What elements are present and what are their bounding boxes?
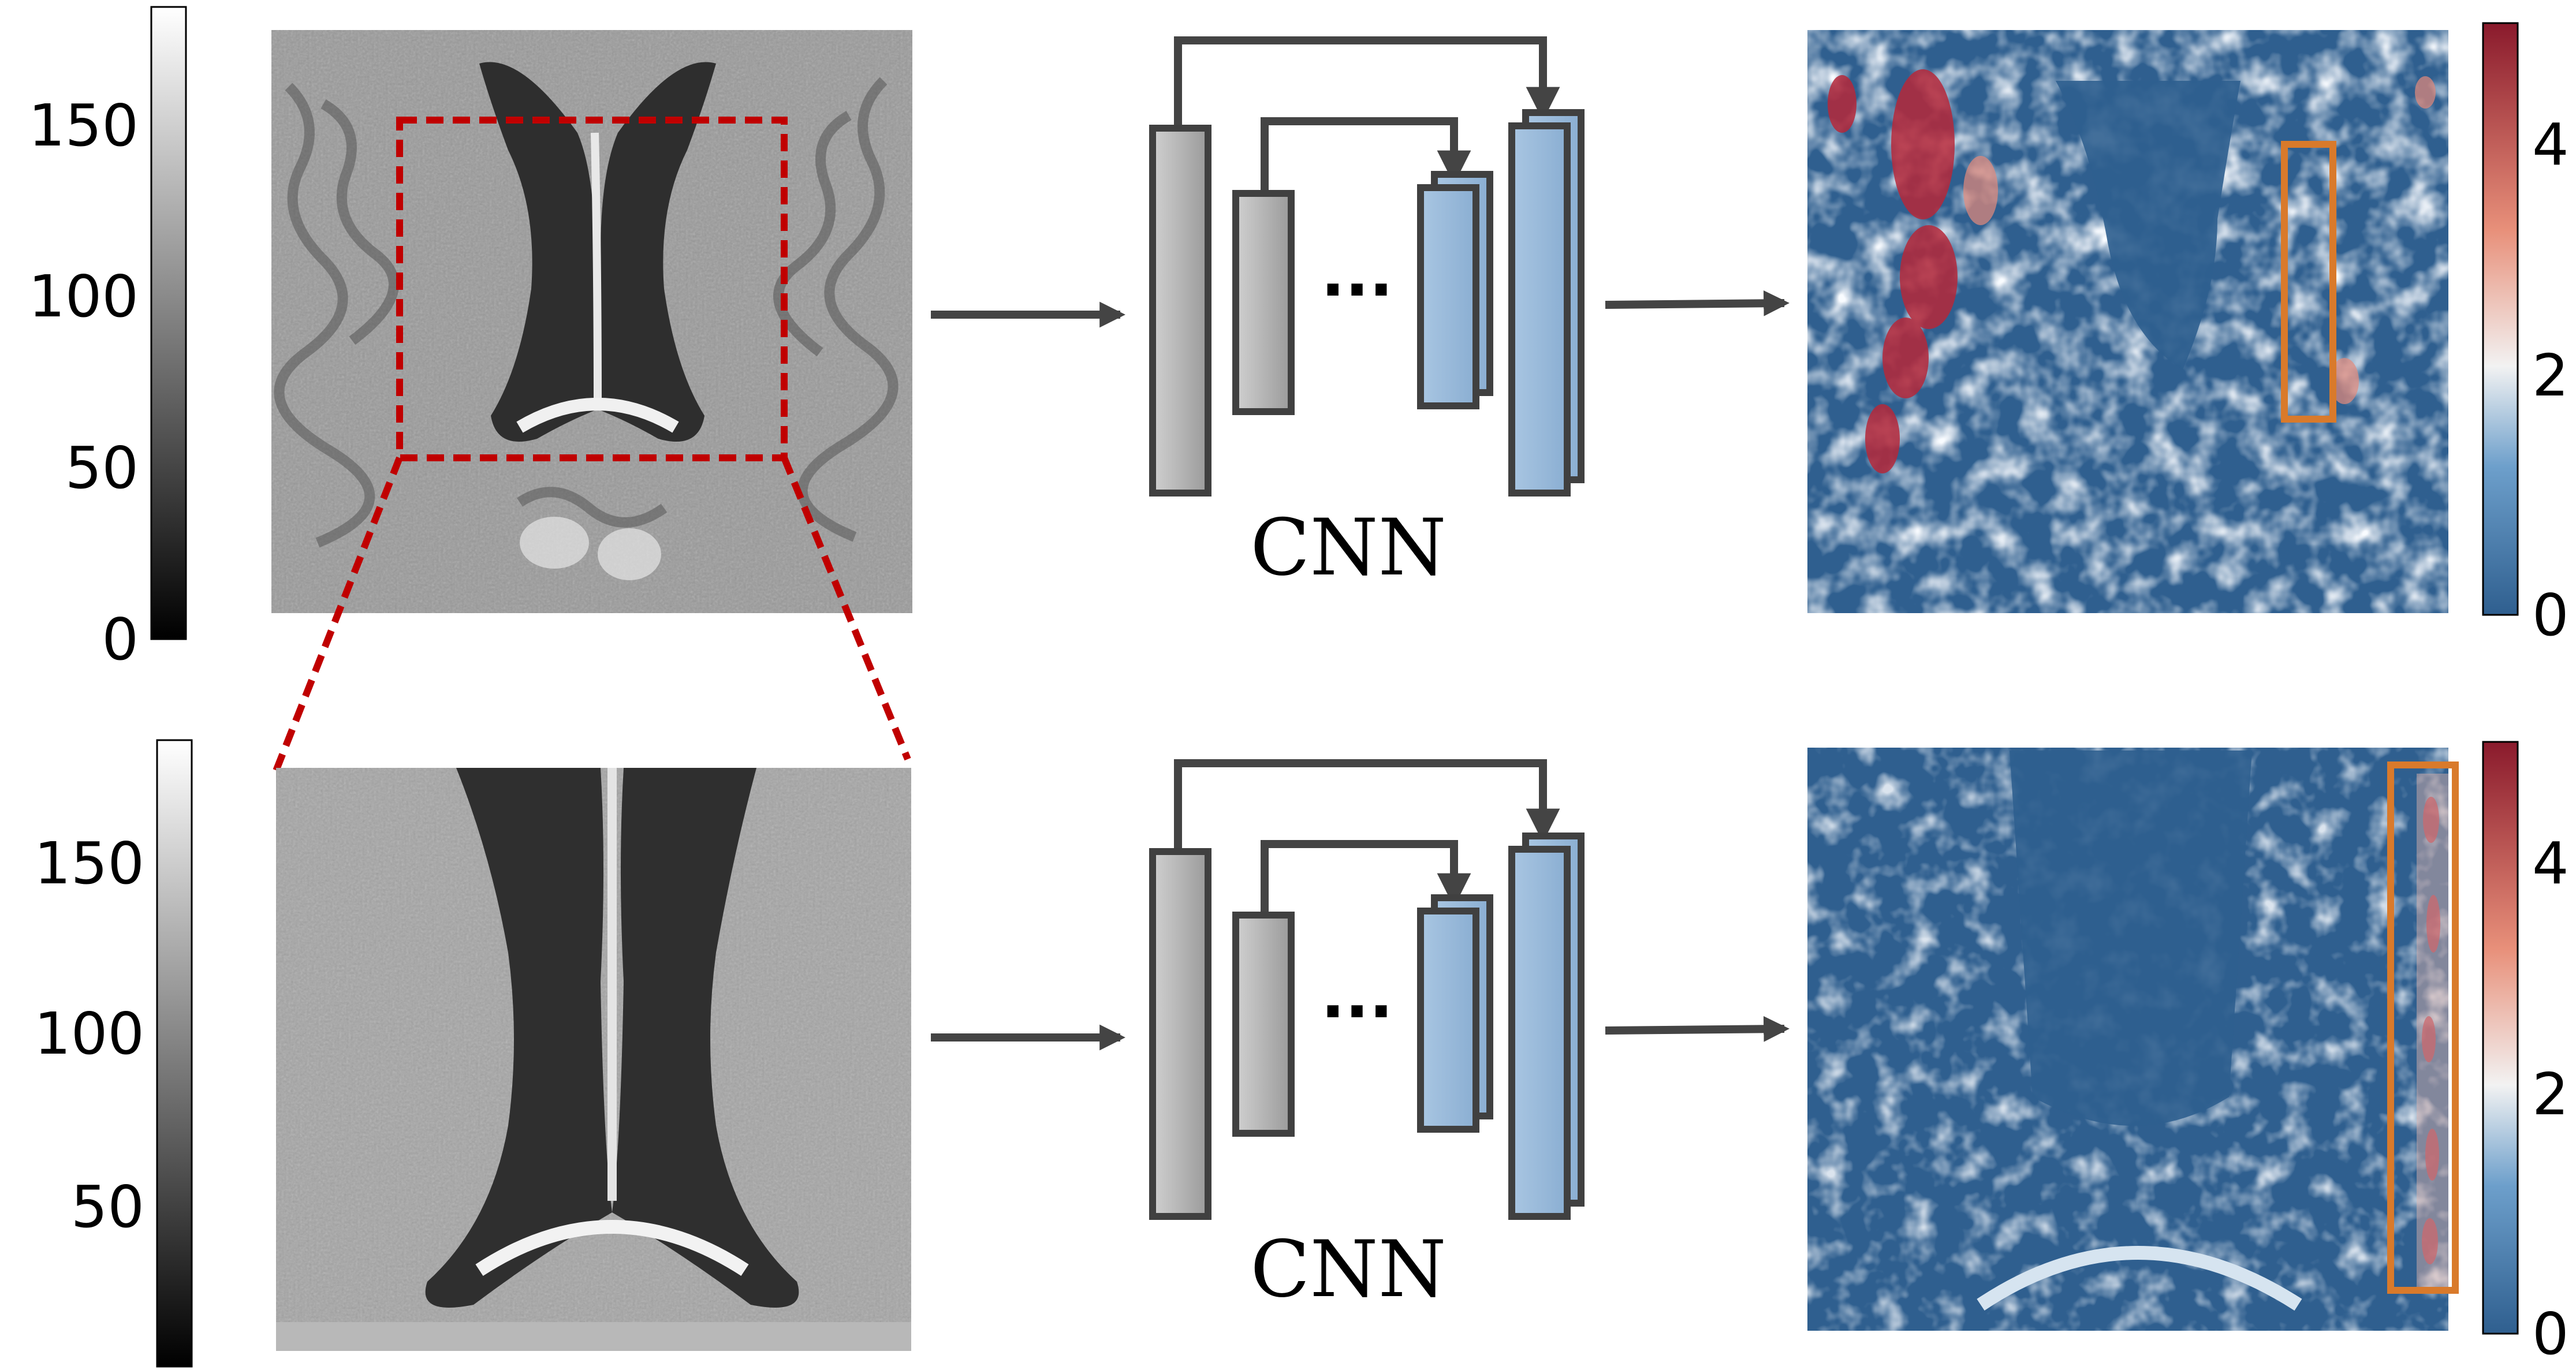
bottom-error-colorbar: 4 2 0 [2482, 741, 2569, 1368]
top-output-map [1807, 30, 2448, 613]
colorbar-tick-label: 0 [2532, 1300, 2569, 1368]
encoder-block [1149, 125, 1211, 497]
highlight-box [2281, 141, 2336, 423]
skip-connection-outer [1174, 36, 1560, 128]
ventricle-shape [479, 62, 612, 442]
top-row: 150 100 50 0 [28, 6, 2569, 772]
top-intensity-colorbar: 150 100 50 0 [28, 6, 187, 673]
colorbar-gradient [2482, 22, 2519, 616]
arrow-to-output [1605, 290, 1790, 316]
colorbar-tick-label: 150 [28, 92, 139, 159]
zoom-line-right [781, 456, 911, 761]
colorbar-gradient [2482, 741, 2519, 1335]
ellipsis: ··· [1321, 253, 1393, 327]
colorbar-tick-label: 4 [2532, 830, 2569, 897]
colorbar-tick-label: 0 [2532, 581, 2569, 649]
gyri-texture [274, 77, 899, 548]
colorbar-gradient [150, 6, 187, 640]
colorbar-tick-label: 4 [2532, 111, 2569, 178]
colorbar-tick-label: 0 [102, 606, 139, 673]
decoder-block [1417, 184, 1479, 409]
cnn-label: CNN [1250, 1224, 1447, 1315]
colorbar-tick-label: 150 [34, 830, 144, 897]
encoder-block [1232, 190, 1295, 415]
zoom-line-left [273, 456, 403, 772]
colorbar-tick-label: 2 [2532, 1061, 2569, 1128]
encoder-block [1232, 912, 1295, 1137]
encoder-block [1149, 848, 1211, 1220]
top-input-image [271, 30, 912, 613]
colorbar-tick-label: 2 [2532, 342, 2569, 409]
bottom-row: 150 100 50 ··· CNN [34, 739, 2569, 1368]
top-error-colorbar: 4 2 0 [2482, 22, 2569, 649]
skip-connection-inner [1261, 117, 1471, 193]
bottom-intensity-colorbar: 150 100 50 [34, 739, 193, 1368]
colorbar-tick-label: 50 [71, 1173, 144, 1241]
unet-skip-connection-icon: ··· CNN [1149, 36, 1585, 593]
unet-skip-connection-icon: ··· CNN [1149, 759, 1585, 1315]
highlight-box [2387, 761, 2459, 1294]
colorbar-tick-label: 50 [65, 434, 139, 502]
ellipsis: ··· [1321, 975, 1393, 1048]
arrow-to-output [1605, 1016, 1790, 1042]
cnn-label: CNN [1250, 502, 1447, 593]
bottom-input-image [276, 768, 911, 1351]
ventricle-shape [425, 768, 612, 1308]
bottom-output-map [1807, 748, 2448, 1331]
decoder-block [1417, 908, 1479, 1133]
decoder-block [1508, 122, 1571, 497]
decoder-block [1508, 846, 1571, 1220]
roi-box [396, 117, 788, 461]
colorbar-gradient [156, 739, 193, 1368]
skip-connection-outer [1174, 759, 1560, 852]
skip-connection-inner [1261, 840, 1471, 915]
colorbar-tick-label: 100 [34, 1000, 144, 1067]
colorbar-tick-label: 100 [28, 263, 139, 330]
